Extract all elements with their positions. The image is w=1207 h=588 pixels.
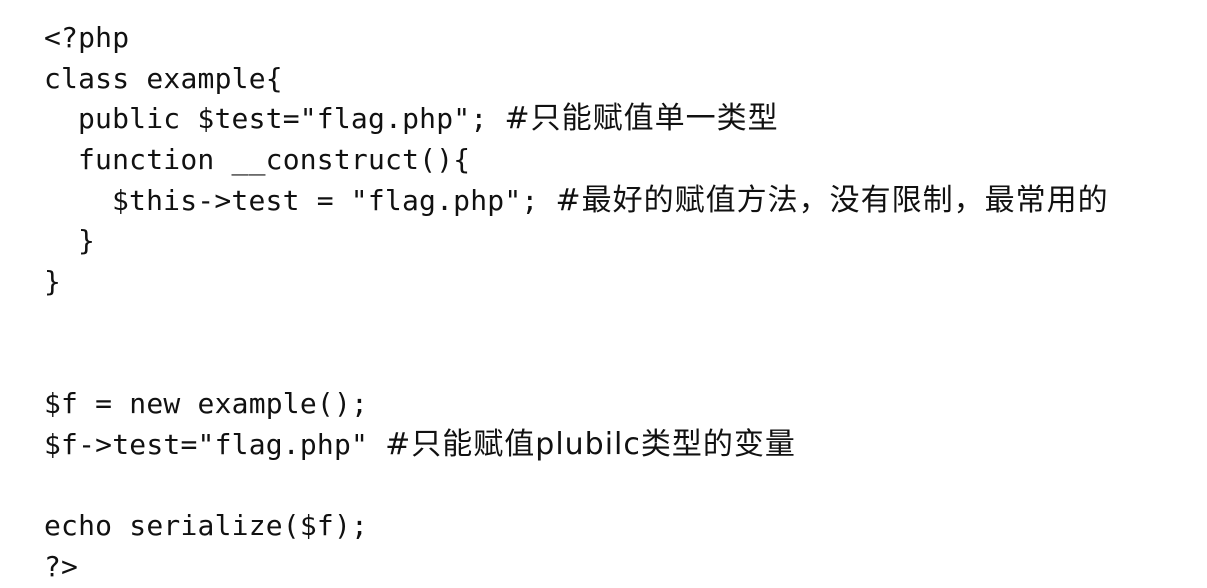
- code-line-10: $f = new example();: [44, 384, 1109, 425]
- code-comment: #只能赋值单一类型: [504, 101, 779, 137]
- code-line-12: [44, 466, 1109, 507]
- code-text: }: [78, 224, 96, 258]
- code-line-9: [44, 344, 1109, 385]
- code-line-4: function __construct(){: [44, 140, 1109, 181]
- code-line-8: [44, 303, 1109, 344]
- code-line-11: $f->test="flag.php" #只能赋值plubilc类型的变量: [44, 425, 1109, 466]
- code-text: $this->test = "flag.php";: [112, 183, 556, 217]
- code-line-3: public $test="flag.php"; #只能赋值单一类型: [44, 99, 1109, 140]
- code-text: function __construct(){: [78, 143, 471, 177]
- code-text: echo serialize($f);: [44, 509, 369, 543]
- code-text: $f = new example();: [44, 387, 369, 421]
- code-line-5: $this->test = "flag.php"; #最好的赋值方法，没有限制，…: [44, 181, 1109, 222]
- code-text: $f->test="flag.php": [44, 427, 386, 461]
- code-line-2: class example{: [44, 59, 1109, 100]
- code-text: class example{: [44, 61, 283, 95]
- code-comment: #只能赋值plubilc类型的变量: [385, 426, 796, 462]
- code-comment: #最好的赋值方法，没有限制，最常用的: [555, 182, 1109, 218]
- code-line-6: }: [44, 221, 1109, 262]
- php-code-block: <?php class example{ public $test="flag.ph…: [44, 18, 1109, 588]
- code-line-14: ?>: [44, 547, 1109, 588]
- code-text: <?php: [44, 21, 130, 54]
- code-text: public $test="flag.php";: [78, 102, 505, 136]
- code-line-7: }: [44, 262, 1109, 303]
- code-line-1: <?php: [44, 18, 1109, 59]
- code-text: ?>: [44, 549, 79, 583]
- code-line-13: echo serialize($f);: [44, 506, 1109, 547]
- code-text: }: [44, 265, 62, 299]
